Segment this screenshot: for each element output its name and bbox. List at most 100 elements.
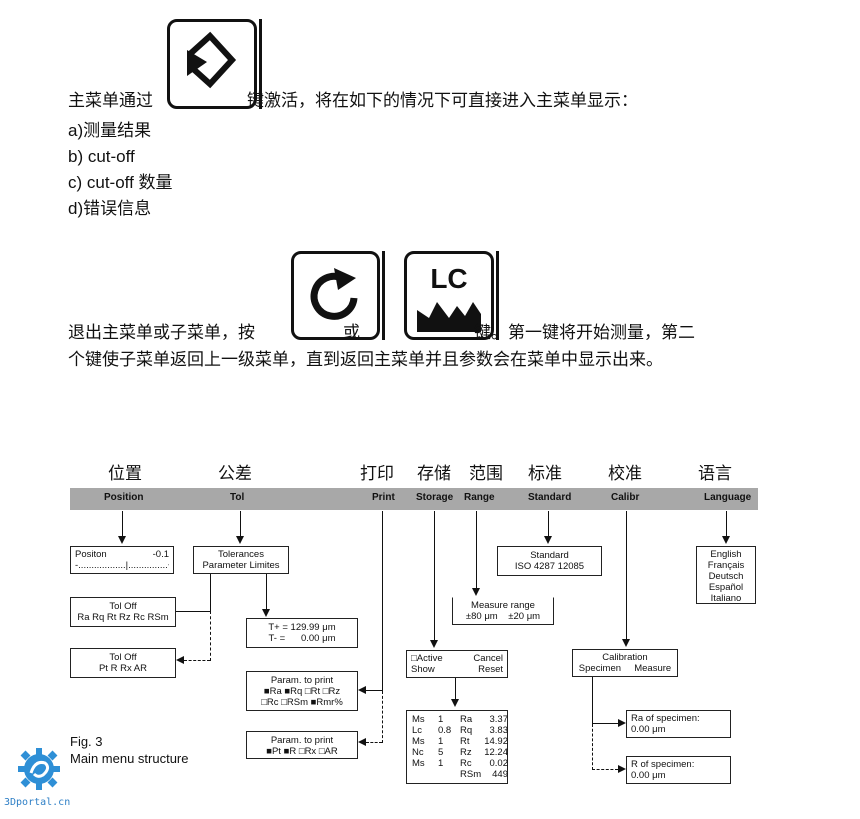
r-specimen-box: R of specimen: 0.00 μm [626, 756, 731, 784]
language-box: English Français Deutsch Español Italian… [696, 546, 756, 604]
table-cell: Ms [412, 736, 425, 747]
intro-line: 主菜单通过键激活，将在如下的情况下可直接进入主菜单显示： [68, 91, 638, 111]
table-row: Ms 1 Rt 14.92 [412, 736, 508, 747]
key-separator [382, 251, 385, 340]
main-menu-bar [70, 488, 758, 510]
table-cell: 1 [438, 714, 444, 725]
watermark-logo-icon [16, 746, 62, 792]
table-cell: Ms [412, 758, 425, 769]
arrow-down-icon [722, 536, 730, 544]
language-option: Español [708, 582, 744, 593]
table-cell: Rq [460, 725, 473, 736]
exit-line-2: 个键使子菜单返回上一级菜单，直到返回主菜单并且参数会在菜单中显示出来。 [68, 350, 663, 370]
table-cell [438, 769, 460, 780]
table-cell: 0.02 [489, 758, 509, 769]
menu-item-position: Position [104, 492, 144, 503]
language-option: English [710, 549, 742, 560]
cn-label: 校准 [608, 464, 642, 484]
watermark-text: 3Dportal.cn [4, 797, 71, 808]
arrow-right-icon [618, 719, 626, 727]
arrow-down-icon [544, 536, 552, 544]
tolerances-box: Tolerances Parameter Limites [193, 546, 289, 574]
arrow-down-icon [451, 699, 459, 707]
tol-off-box: Tol Off Ra Rq Rt Rz Rc RSm [70, 597, 176, 627]
figure-label: Fig. 3 [70, 734, 103, 749]
table-cell: Ra [460, 714, 473, 725]
cn-label: 打印 [360, 464, 394, 484]
table-row: Nc 5 Rz 12.24 [412, 747, 508, 758]
arrow-down-icon [472, 588, 480, 596]
intro-list: a)测量结果 b) cut-off c) cut-off 数量 d)错误信息 [68, 118, 173, 222]
table-cell: 1 [438, 736, 444, 747]
arrow-down-icon [430, 640, 438, 648]
language-option: Deutsch [708, 571, 744, 582]
table-row: Lc 0.8 Rq 3.83 [412, 725, 508, 736]
arrow-right-icon [618, 765, 626, 773]
cn-label: 标准 [528, 464, 562, 484]
list-item: b) cut-off [68, 147, 135, 166]
arrow-down-icon [236, 536, 244, 544]
table-cell: 3.83 [489, 725, 509, 736]
param-print-box: Param. to print ■Ra ■Rq □Rt □Rz □Rc □RSm… [246, 671, 358, 711]
arrow-left-icon [358, 686, 366, 694]
lc-text: LC [430, 263, 467, 294]
table-cell: Lc [412, 725, 423, 736]
table-cell: 0.8 [438, 725, 452, 736]
limits-box: T+ = 129.99 μm T- = 0.00 μm [246, 618, 358, 648]
list-item: d)错误信息 [68, 199, 152, 218]
table-cell: 449 [492, 769, 508, 780]
cn-label: 存储 [417, 464, 451, 484]
standard-box: Standard ISO 4287 12085 [497, 546, 602, 576]
menu-key-icon [167, 19, 257, 109]
lc-key-icon: LC [404, 251, 494, 340]
cn-label: 公差 [218, 464, 252, 484]
cn-label: 范围 [469, 464, 503, 484]
menu-item-tol: Tol [230, 492, 245, 503]
language-option: Français [707, 560, 745, 571]
table-row: RSm 449 [412, 769, 508, 780]
range-box: Measure range ±80 μm ±20 μm [452, 597, 554, 625]
position-box: Positon-0.1 -..................|........… [70, 546, 174, 574]
table-cell: Rc [460, 758, 472, 769]
table-cell: 5 [438, 747, 444, 758]
key-separator [259, 19, 262, 109]
cn-label: 位置 [108, 464, 142, 484]
menu-item-standard: Standard [528, 492, 572, 503]
menu-item-print: Print [372, 492, 395, 503]
table-cell: RSm [460, 769, 482, 780]
table-cell: Nc [412, 747, 424, 758]
table-cell: Rt [460, 736, 470, 747]
language-option: Italiano [710, 593, 742, 604]
calibration-box: Calibration Specimen Measure [572, 649, 678, 677]
menu-item-range: Range [464, 492, 495, 503]
exit-line-1: 退出主菜单或子菜单，按或键。第一键将开始测量，第二 [68, 323, 695, 343]
ra-specimen-box: Ra of specimen: 0.00 μm [626, 710, 731, 738]
table-cell: Ms [412, 714, 425, 725]
table-cell: Rz [460, 747, 472, 758]
menu-item-calibr: Calibr [611, 492, 640, 503]
menu-item-language: Language [704, 492, 752, 503]
table-cell: 1 [438, 758, 444, 769]
tol-off-box-2: Tol Off Pt R Rx AR [70, 648, 176, 678]
arrow-down-icon [262, 609, 270, 617]
key-separator [496, 251, 499, 340]
table-cell: 14.92 [484, 736, 508, 747]
table-cell: 12.24 [484, 747, 508, 758]
param-print-box-2: Param. to print ■Pt ■R □Rx □AR [246, 731, 358, 759]
table-cell [412, 769, 438, 780]
arrow-down-icon [118, 536, 126, 544]
table-cell: 3.37 [489, 714, 509, 725]
arrow-down-icon [622, 639, 630, 647]
figure-caption: Main menu structure [70, 751, 189, 766]
list-item: a)测量结果 [68, 121, 152, 140]
arrow-left-icon [176, 656, 184, 664]
table-row: Ms 1 Rc 0.02 [412, 758, 508, 769]
menu-item-storage: Storage [416, 492, 454, 503]
list-item: c) cut-off 数量 [68, 173, 173, 192]
start-key-icon [291, 251, 380, 340]
arrow-left-icon [358, 738, 366, 746]
table-row: Ms 1 Ra 3.37 [412, 714, 508, 725]
cn-label: 语言 [698, 464, 732, 484]
